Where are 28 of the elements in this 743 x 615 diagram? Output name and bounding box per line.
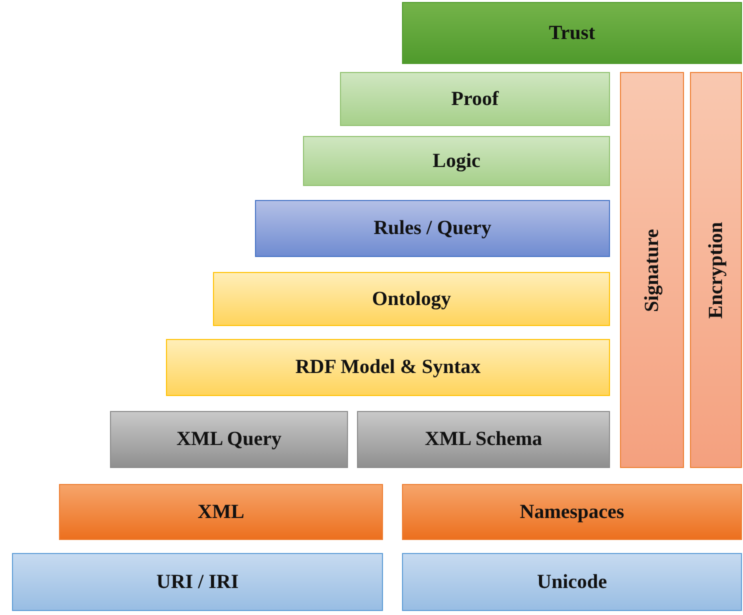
layer-box [12,553,383,611]
vertical-layer-box [620,72,684,468]
layer-box [255,200,610,257]
layer-label: XML [198,500,244,524]
layer-label: Unicode [537,570,607,594]
layer-label: XML Query [176,428,282,451]
vertical-layer-box [690,72,742,468]
layer-box [166,339,610,396]
layer-box [340,72,610,126]
layer-box [110,411,348,468]
layer-label: Signature [640,228,664,312]
layer-label: Trust [548,22,596,44]
layer-box [402,553,742,611]
layer-label: URI / IRI [156,570,239,594]
layer-box [213,272,610,326]
layer-box [303,136,610,186]
layer-box [402,484,742,540]
layer-label: Proof [451,88,499,110]
layer-label: RDF Model & Syntax [295,356,481,379]
layer-box [357,411,610,468]
layer-label: Logic [432,150,480,172]
layer-box [59,484,383,540]
layer-label: Encryption [704,222,728,318]
layer-label: Rules / Query [374,217,492,240]
layer-box [402,2,742,64]
layer-label: Namespaces [520,500,624,524]
layer-label: XML Schema [424,428,542,451]
layer-label: Ontology [372,288,451,310]
